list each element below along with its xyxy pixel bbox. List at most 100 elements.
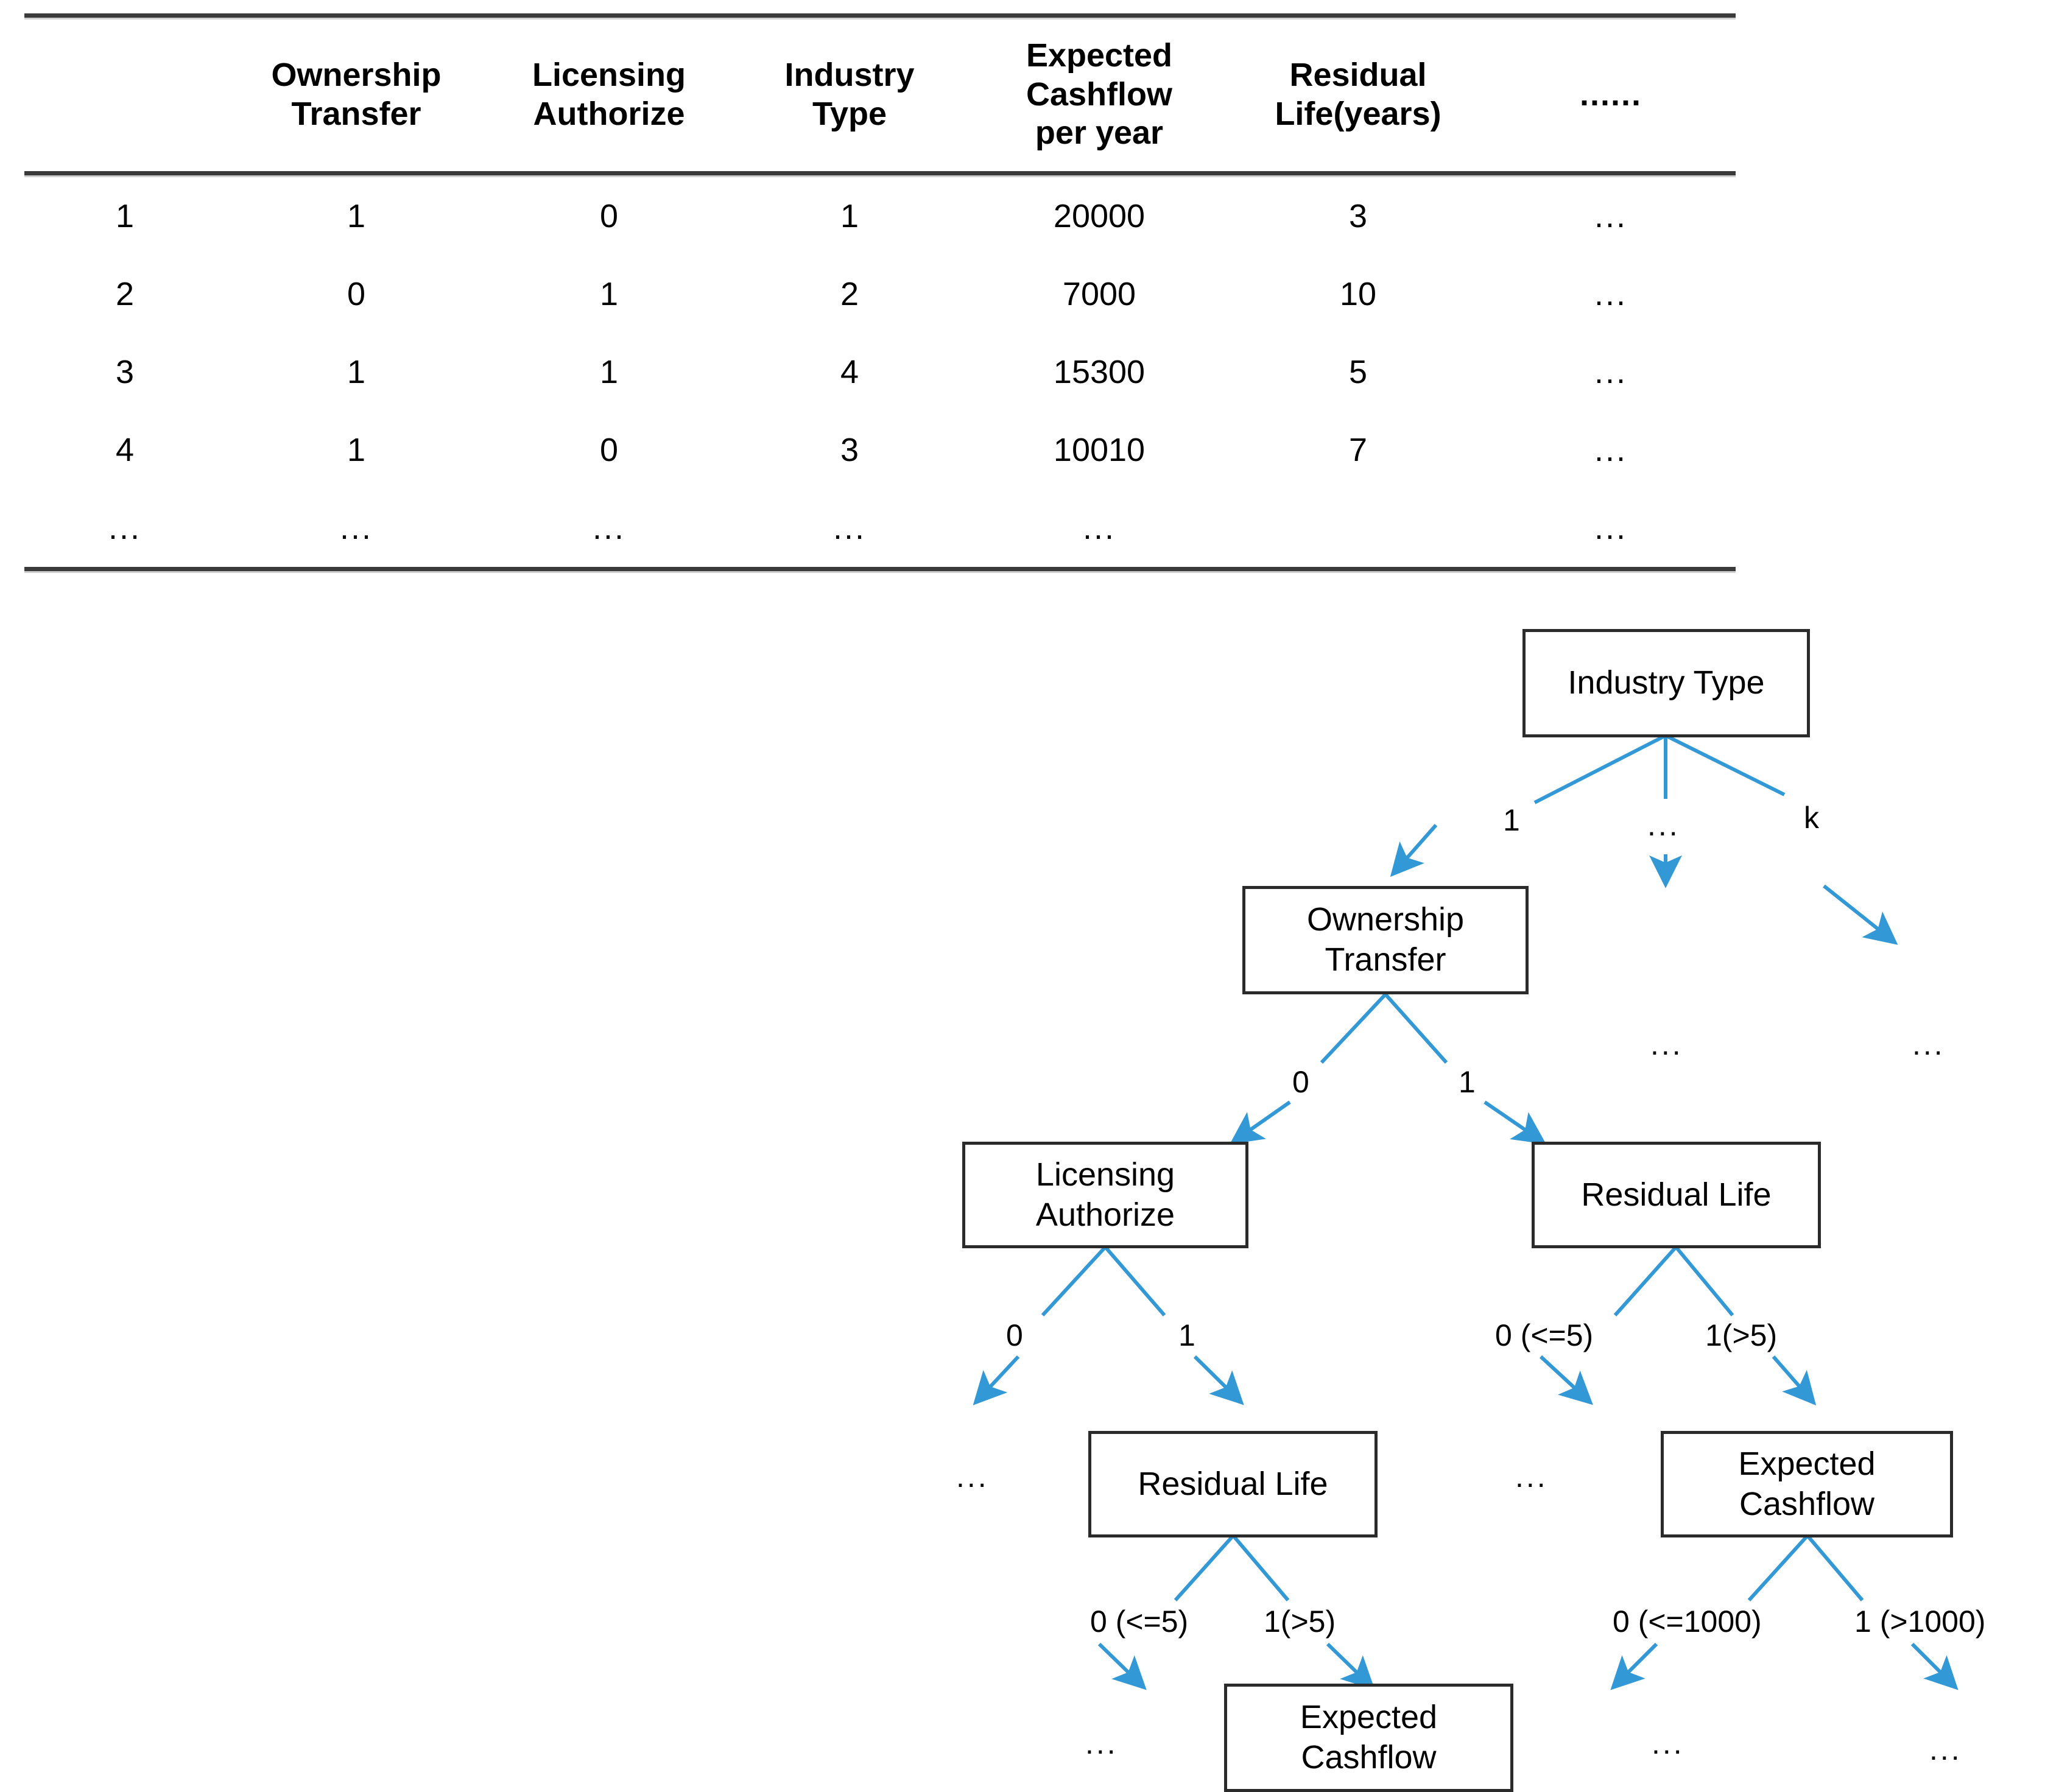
- node-expected-cashflow-bottom[interactable]: Expected Cashflow: [1224, 1684, 1513, 1792]
- header-line: Ownership: [271, 56, 442, 93]
- edge-label-industry-type-k: k: [1804, 801, 1819, 835]
- table-row: 1 1 0 1 20000 3...: [24, 177, 1736, 255]
- edge-label-licensing-authorize-1: 1: [1178, 1318, 1195, 1352]
- sample-data-table: Ownership Transfer Licensing Authorize I…: [24, 13, 1736, 574]
- node-label: Residual Life: [1138, 1465, 1328, 1502]
- cell-industry-type: ...: [832, 510, 866, 547]
- cell-residual-life: 5: [1348, 354, 1368, 391]
- edge-label-residual-life-mid-1: 1(>5): [1264, 1604, 1336, 1639]
- edge-label-ownership-transfer-1: 1: [1459, 1065, 1476, 1099]
- cell-industry-type: 4: [840, 354, 859, 391]
- header-line: Type: [812, 95, 887, 132]
- edge-label-residual-life-right-0: 0 (<=5): [1495, 1318, 1594, 1352]
- cell-idx: 1: [115, 198, 135, 235]
- node-industry-type[interactable]: Industry Type: [1522, 629, 1810, 737]
- header-line: Expected: [1026, 37, 1173, 74]
- cell-licensing-authorize: ...: [592, 510, 625, 547]
- node-expected-cashflow-right[interactable]: Expected Cashflow: [1661, 1431, 1953, 1537]
- header-line: Licensing: [532, 56, 686, 93]
- leaf-dots-residual-life-mid-0: ...: [1085, 1726, 1118, 1760]
- edge-label-expected-cashflow-right-1: 1 (>1000): [1854, 1604, 1986, 1639]
- cell-licensing-authorize: 0: [599, 432, 619, 469]
- edge-label-residual-life-right-1: 1(>5): [1705, 1318, 1778, 1352]
- table: Ownership Transfer Licensing Authorize I…: [24, 19, 1736, 171]
- cell-idx: 3: [115, 354, 135, 391]
- header-line: Authorize: [533, 95, 685, 132]
- node-label-line: Cashflow: [1301, 1739, 1437, 1776]
- header-line: Transfer: [291, 95, 421, 132]
- cell-ownership-transfer: 0: [347, 276, 366, 313]
- table-top-rule: [24, 13, 1736, 19]
- cell-licensing-authorize: 1: [599, 276, 619, 313]
- cell-expected-cashflow: 20000: [1053, 198, 1146, 235]
- node-ownership-transfer[interactable]: Ownership Transfer: [1242, 886, 1529, 994]
- header-row: Ownership Transfer Licensing Authorize I…: [24, 19, 1736, 171]
- column-header-industry-type: Industry Type: [731, 19, 968, 171]
- cell-more: ...: [1594, 276, 1627, 313]
- edge-label-industry-type-mid: ...: [1647, 808, 1680, 842]
- column-header-licensing-authorize: Licensing Authorize: [487, 19, 731, 171]
- cell-expected-cashflow: 15300: [1053, 354, 1146, 391]
- node-label: Residual Life: [1581, 1176, 1772, 1213]
- column-header-more: ......: [1579, 76, 1642, 113]
- cell-expected-cashflow: 7000: [1062, 276, 1136, 313]
- table-header-rule: [24, 171, 1736, 178]
- node-label-line: Ownership: [1306, 901, 1465, 938]
- leaf-dots-industry-type-k: ...: [1912, 1027, 1945, 1061]
- column-header-residual-life: Residual Life(years): [1230, 19, 1486, 171]
- cell-idx: 2: [115, 276, 135, 313]
- node-residual-life-mid[interactable]: Residual Life: [1088, 1431, 1378, 1537]
- node-label: Industry Type: [1568, 664, 1765, 701]
- cell-ownership-transfer: 1: [347, 354, 366, 391]
- node-licensing-authorize[interactable]: Licensing Authorize: [962, 1142, 1248, 1248]
- edge-label-ownership-transfer-0: 0: [1292, 1065, 1309, 1099]
- cell-more: ...: [1594, 432, 1627, 469]
- cell-more: ...: [1594, 354, 1627, 391]
- cell-industry-type: 2: [840, 276, 859, 313]
- header-line: Residual: [1289, 56, 1427, 93]
- leaf-dots-expected-cashflow-right-1: ...: [1929, 1732, 1962, 1766]
- node-label-line: Cashflow: [1739, 1485, 1875, 1522]
- leaf-dots-residual-life-right-0: ...: [1515, 1460, 1548, 1494]
- leaf-dots-licensing-authorize-0: ...: [956, 1460, 989, 1494]
- node-label-line: Licensing: [1035, 1156, 1175, 1193]
- edge-label-residual-life-mid-0: 0 (<=5): [1090, 1604, 1189, 1639]
- edge-label-expected-cashflow-right-0: 0 (<=1000): [1613, 1604, 1762, 1639]
- node-label-line: Transfer: [1325, 941, 1446, 978]
- cell-more: ...: [1594, 510, 1627, 547]
- cell-residual-life: 3: [1348, 198, 1368, 235]
- cell-licensing-authorize: 0: [599, 198, 619, 235]
- cell-licensing-authorize: 1: [599, 354, 619, 391]
- node-residual-life-right[interactable]: Residual Life: [1532, 1142, 1821, 1248]
- header-line: Cashflow: [1026, 76, 1173, 113]
- cell-industry-type: 3: [840, 432, 859, 469]
- table-bottom-rule: [24, 567, 1736, 574]
- cell-expected-cashflow: ...: [1082, 510, 1116, 547]
- cell-idx: 4: [115, 432, 135, 469]
- cell-ownership-transfer: 1: [347, 198, 366, 235]
- column-header-ownership-transfer: Ownership Transfer: [225, 19, 487, 171]
- cell-more: ...: [1594, 198, 1627, 235]
- column-header-expected-cashflow: Expected Cashflow per year: [968, 19, 1230, 171]
- edge-label-licensing-authorize-0: 0: [1006, 1318, 1023, 1352]
- table-row: 3 1 1 4 15300 5...: [24, 333, 1736, 411]
- node-label-line: Authorize: [1035, 1196, 1175, 1233]
- table-row: ..................: [24, 489, 1736, 567]
- edge-label-industry-type-1: 1: [1503, 803, 1520, 837]
- cell-residual-life: 10: [1339, 276, 1377, 313]
- cell-industry-type: 1: [840, 198, 859, 235]
- cell-ownership-transfer: ...: [339, 510, 373, 547]
- leaf-dots-expected-cashflow-right-0: ...: [1652, 1726, 1684, 1760]
- header-line: Life(years): [1275, 95, 1441, 132]
- table-header: Ownership Transfer Licensing Authorize I…: [24, 19, 1736, 171]
- table-row: 2 0 1 2 7000 10...: [24, 255, 1736, 333]
- cell-residual-life: 7: [1348, 432, 1368, 469]
- header-line: Industry: [784, 56, 915, 93]
- node-label-line: Expected: [1300, 1699, 1438, 1736]
- cell-ownership-transfer: 1: [347, 432, 366, 469]
